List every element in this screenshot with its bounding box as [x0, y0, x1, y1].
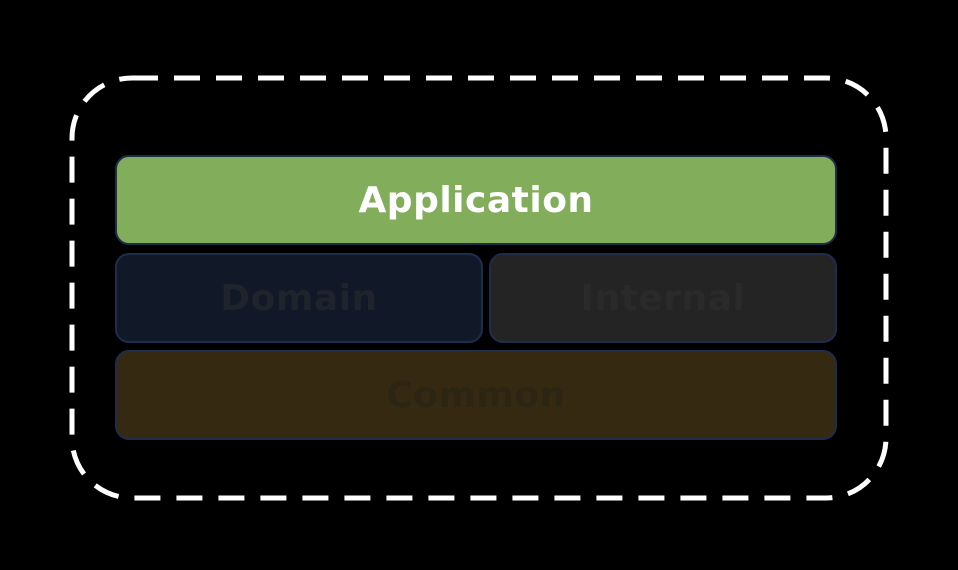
- application-layer: Application: [115, 155, 837, 245]
- domain-layer: Domain: [115, 253, 483, 343]
- internal-layer-label: Internal: [580, 277, 746, 319]
- common-layer: Common: [115, 350, 837, 440]
- domain-layer-label: Domain: [220, 277, 378, 319]
- common-layer-label: Common: [386, 374, 566, 416]
- application-layer-label: Application: [358, 179, 594, 221]
- internal-layer: Internal: [489, 253, 837, 343]
